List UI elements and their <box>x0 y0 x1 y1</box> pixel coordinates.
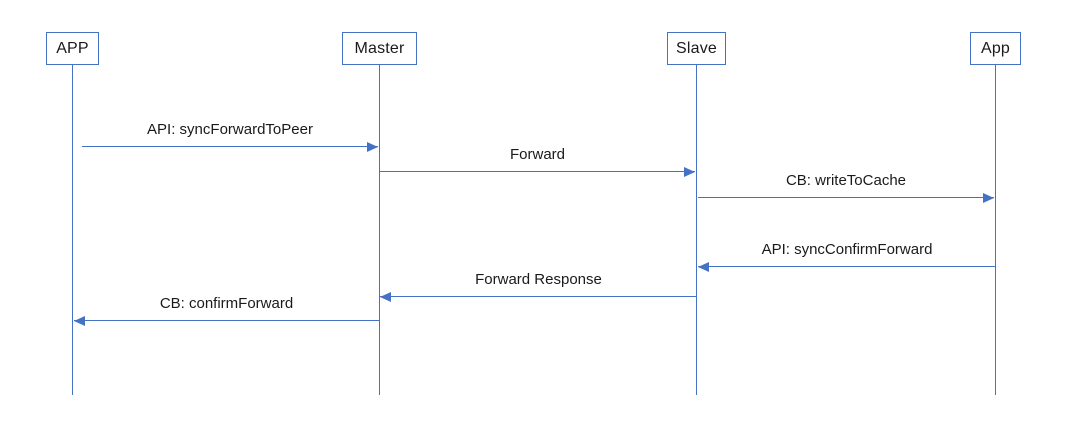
message-label: Forward <box>509 146 565 163</box>
arrow-right-icon <box>983 193 994 203</box>
message-arrow-line <box>380 296 697 298</box>
arrow-left-icon <box>698 262 709 272</box>
actor-label: App <box>980 39 1011 57</box>
message-arrow-line <box>698 197 994 199</box>
arrow-left-icon <box>380 292 391 302</box>
lifeline-app-left <box>71 65 73 395</box>
actor-box-app-right: App <box>970 32 1021 65</box>
arrow-left-icon <box>74 316 85 326</box>
lifeline-master <box>378 65 380 395</box>
lifeline-slave <box>695 65 697 395</box>
message-label: Forward Response <box>475 271 602 288</box>
lifeline-app-right <box>994 65 996 395</box>
actor-label: APP <box>56 39 89 57</box>
actor-box-slave: Slave <box>667 32 726 65</box>
actor-box-master: Master <box>342 32 417 65</box>
message-label: CB: confirmForward <box>159 295 294 312</box>
arrow-right-icon <box>367 142 378 152</box>
message-arrow-line <box>82 146 378 148</box>
message-arrow-line <box>380 171 695 173</box>
message-arrow-line <box>698 266 996 268</box>
message-label: API: syncForwardToPeer <box>147 121 313 138</box>
actor-box-app-left: APP <box>46 32 99 65</box>
actor-label: Slave <box>675 39 718 57</box>
actor-label: Master <box>354 39 405 57</box>
arrow-right-icon <box>684 167 695 177</box>
message-label: API: syncConfirmForward <box>761 241 933 258</box>
message-arrow-line <box>74 320 379 322</box>
message-label: CB: writeToCache <box>785 172 907 189</box>
